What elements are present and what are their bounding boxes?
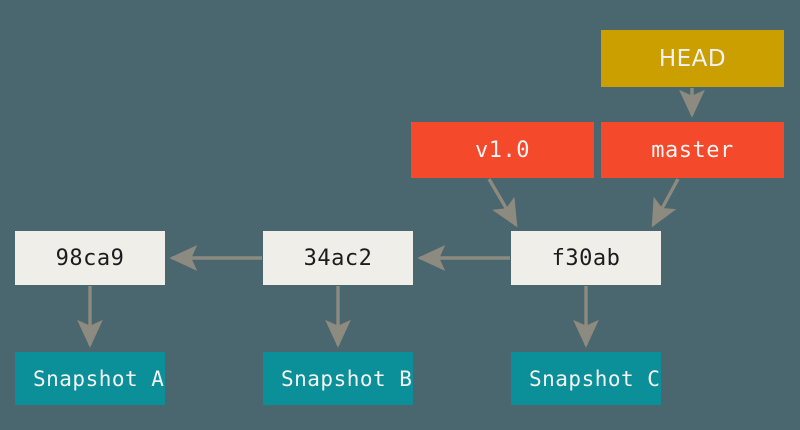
node-snapshot-b-label: Snapshot B (281, 366, 413, 391)
node-snapshot-a-label: Snapshot A (33, 366, 165, 391)
node-commit-f30ab[interactable]: f30ab (511, 231, 661, 285)
node-commit-34ac2[interactable]: 34ac2 (263, 231, 413, 285)
node-snapshot-a[interactable]: Snapshot A (15, 352, 165, 405)
node-head[interactable]: HEAD (601, 30, 784, 87)
node-head-label: HEAD (658, 45, 727, 72)
node-commit-98ca9-label: 98ca9 (55, 245, 125, 271)
node-commit-f30ab-label: f30ab (551, 245, 621, 271)
node-tag-v1-0-label: v1.0 (475, 137, 530, 163)
node-commit-34ac2-label: 34ac2 (303, 245, 373, 271)
node-branch-master-label: master (651, 137, 734, 163)
edge-v1.0-to-f30ab (487, 178, 518, 228)
edge-master-to-f30ab (651, 178, 680, 228)
node-commit-98ca9[interactable]: 98ca9 (15, 231, 165, 285)
node-snapshot-c-label: Snapshot C (529, 366, 661, 391)
node-snapshot-b[interactable]: Snapshot B (263, 352, 413, 405)
node-branch-master[interactable]: master (601, 122, 784, 178)
node-snapshot-c[interactable]: Snapshot C (511, 352, 661, 405)
node-tag-v1-0[interactable]: v1.0 (411, 122, 594, 178)
